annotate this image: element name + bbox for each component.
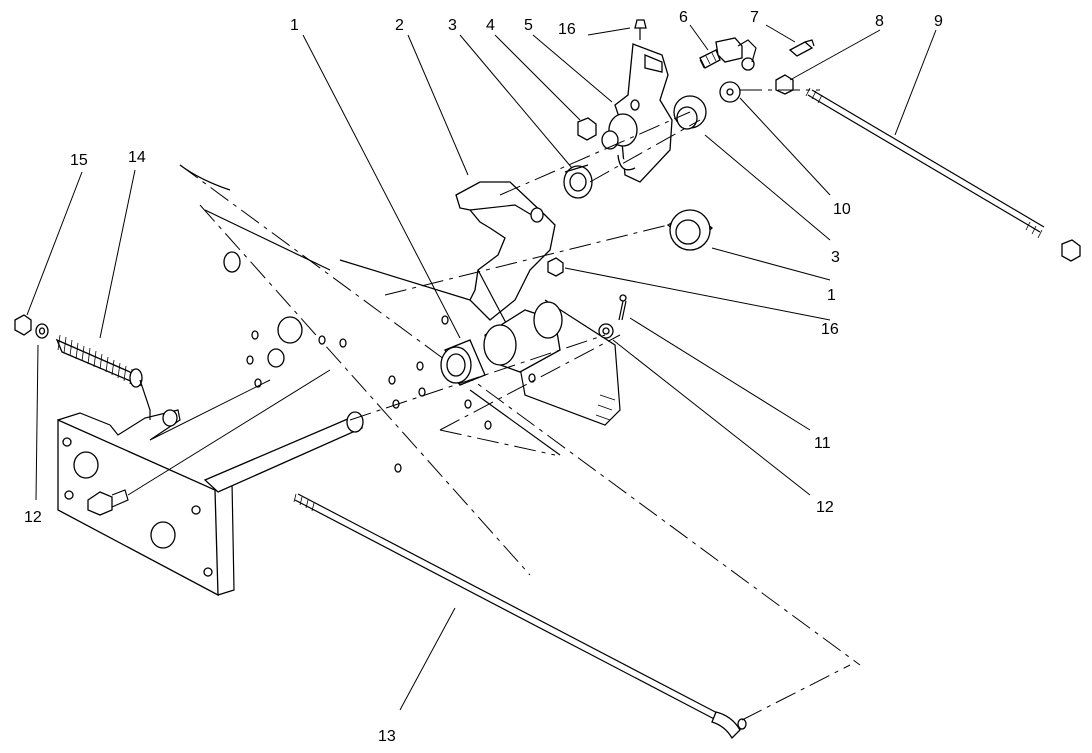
callout-1-right: 1 — [827, 287, 836, 304]
callout-13: 13 — [378, 728, 396, 745]
screw-16-top — [634, 19, 647, 40]
bushing-1-left — [440, 339, 486, 386]
callout-7: 7 — [750, 9, 759, 26]
control-rod-13 — [293, 493, 747, 740]
callout-1-top: 1 — [290, 17, 299, 34]
callout-16-top: 16 — [558, 21, 576, 38]
callout-11: 11 — [814, 435, 831, 452]
frame-plate — [179, 164, 861, 666]
callout-3-right: 3 — [831, 249, 840, 266]
callout-4: 4 — [486, 17, 495, 34]
callout-15: 15 — [70, 152, 88, 169]
alignment-lines — [349, 89, 851, 721]
callout-3-top: 3 — [448, 17, 457, 34]
bracket-5 — [601, 43, 673, 183]
callout-12-right: 12 — [816, 499, 834, 516]
callout-5: 5 — [524, 17, 533, 34]
callout-labels: 1 2 3 4 5 16 6 7 8 9 15 14 10 3 1 16 11 … — [24, 9, 943, 745]
lever-2 — [455, 181, 621, 426]
fitting-6 — [699, 37, 757, 71]
callout-12-left: 12 — [24, 509, 42, 526]
callout-10: 10 — [833, 201, 851, 218]
nut-4 — [577, 117, 597, 141]
mounting-bracket — [57, 369, 364, 597]
nut-8 — [775, 74, 794, 95]
callout-14: 14 — [128, 149, 146, 166]
callout-2: 2 — [395, 17, 404, 34]
callout-9: 9 — [934, 13, 943, 30]
bushing-1-right — [666, 209, 713, 251]
bolt-7 — [788, 39, 815, 57]
callout-16-right: 16 — [821, 321, 839, 338]
spring-assembly — [14, 314, 151, 420]
washer-10 — [719, 81, 741, 103]
washer-12-right — [598, 323, 614, 339]
cotter-pin-11 — [618, 294, 627, 321]
rod-9 — [805, 87, 1081, 262]
callout-6: 6 — [679, 9, 688, 26]
callout-8: 8 — [875, 13, 884, 30]
nut-16-middle — [547, 257, 564, 277]
leader-lines — [26, 24, 937, 711]
bushing-3-left — [563, 164, 593, 199]
